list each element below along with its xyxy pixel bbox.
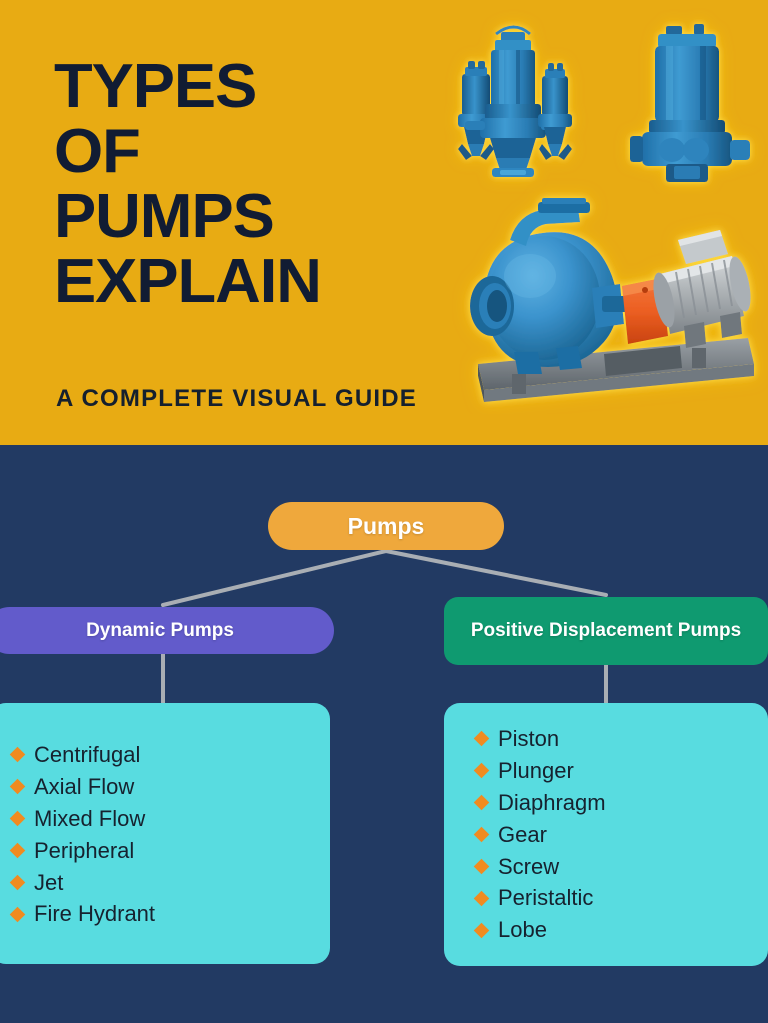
diamond-bullet-icon xyxy=(473,763,490,779)
list-item[interactable]: Peristaltic xyxy=(473,882,768,914)
diamond-bullet-icon xyxy=(473,922,490,939)
list-item-label: Lobe xyxy=(498,917,547,943)
list-item-label: Fire Hydrant xyxy=(34,901,156,927)
list-item-label: Diaphragm xyxy=(498,789,606,815)
title-line-3: PUMPS xyxy=(54,181,275,251)
dynamic-pumps-list: Centrifugal Axial Flow Mixed Flow Periph… xyxy=(9,739,330,930)
list-item[interactable]: Lobe xyxy=(473,914,768,946)
diamond-bullet-icon xyxy=(9,747,26,763)
list-item[interactable]: Mixed Flow xyxy=(9,803,330,835)
list-item[interactable]: Peripheral xyxy=(9,835,330,867)
card-dynamic-pumps-list: Centrifugal Axial Flow Mixed Flow Periph… xyxy=(0,703,330,964)
list-item-label: Peripheral xyxy=(34,837,135,863)
node-dynamic-pumps[interactable]: Dynamic Pumps xyxy=(0,607,334,654)
list-item-label: Plunger xyxy=(498,757,574,783)
list-item-label: Centrifugal xyxy=(34,742,141,767)
list-item[interactable]: Fire Hydrant xyxy=(9,898,330,930)
list-item[interactable]: Screw xyxy=(473,851,768,883)
list-item[interactable]: Centrifugal xyxy=(9,739,330,771)
node-pumps-root[interactable]: Pumps xyxy=(268,502,504,550)
node-positive-displacement-pumps[interactable]: Positive Displacement Pumps xyxy=(444,597,768,665)
card-positive-displacement-pumps-list: Piston Plunger Diaphragm Gear Screw Peri… xyxy=(444,703,768,966)
list-item-label: Jet xyxy=(34,869,64,895)
list-item-label: Axial Flow xyxy=(34,773,135,799)
list-item-label: Gear xyxy=(498,821,547,847)
diamond-bullet-icon xyxy=(9,906,26,923)
list-item-label: Peristaltic xyxy=(498,885,594,911)
list-item-label: Screw xyxy=(498,853,560,879)
list-item[interactable]: Gear xyxy=(473,819,768,851)
list-item-label: Mixed Flow xyxy=(34,805,146,831)
title-line-2: OF xyxy=(54,116,141,186)
page-subtitle: A COMPLETE VISUAL GUIDE xyxy=(56,385,417,412)
submersible-pumps-photo xyxy=(458,24,750,182)
page-title: TYPES OF PUMPS EXPLAIN xyxy=(54,56,474,318)
diamond-bullet-icon xyxy=(473,731,490,747)
diamond-bullet-icon xyxy=(473,858,490,875)
title-line-1: TYPES xyxy=(54,52,257,121)
list-item[interactable]: Diaphragm xyxy=(473,787,768,819)
pump-types-tree-diagram: Pumps Dynamic Pumps Positive Displacemen… xyxy=(0,445,768,1023)
list-item[interactable]: Jet xyxy=(9,867,330,899)
diamond-bullet-icon xyxy=(9,874,26,891)
title-line-4: EXPLAIN xyxy=(54,246,322,316)
centrifugal-pump-photo xyxy=(470,198,754,402)
header-banner: TYPES OF PUMPS EXPLAIN A COMPLETE VISUAL… xyxy=(0,0,768,445)
list-item[interactable]: Piston xyxy=(473,723,768,755)
diamond-bullet-icon xyxy=(9,842,26,859)
diamond-bullet-icon xyxy=(473,794,490,811)
diamond-bullet-icon xyxy=(9,810,26,827)
list-item[interactable]: Plunger xyxy=(473,755,768,787)
list-item[interactable]: Axial Flow xyxy=(9,771,330,803)
diamond-bullet-icon xyxy=(473,890,490,907)
diamond-bullet-icon xyxy=(473,826,490,843)
list-item-label: Piston xyxy=(498,726,560,751)
diamond-bullet-icon xyxy=(9,779,26,795)
positive-displacement-pumps-list: Piston Plunger Diaphragm Gear Screw Peri… xyxy=(473,723,768,946)
